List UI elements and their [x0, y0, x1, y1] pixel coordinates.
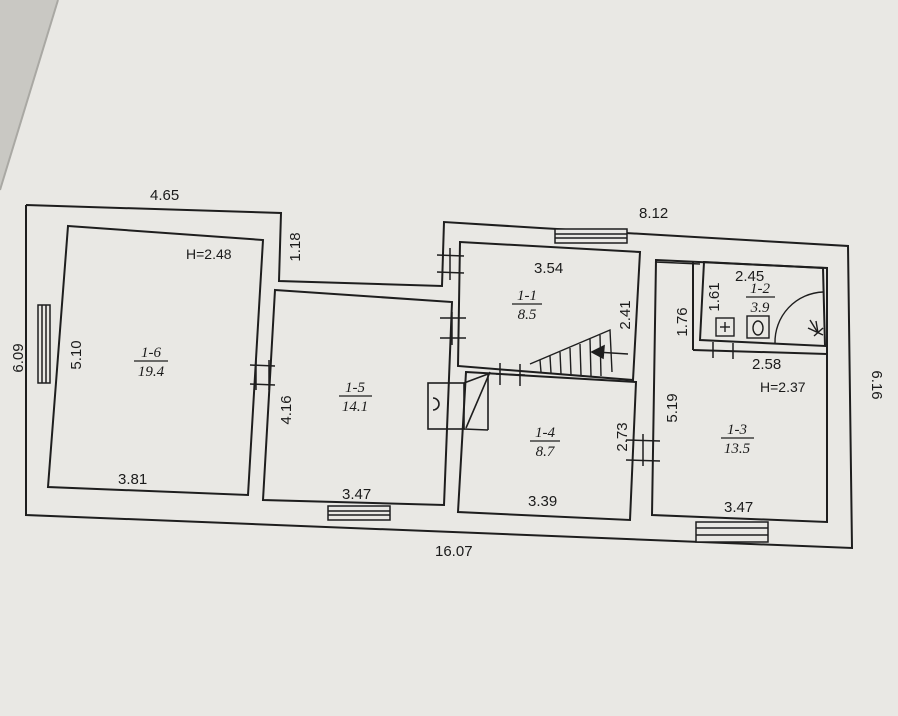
room-1-2-height: 1.61 — [706, 282, 723, 311]
room-1-6-area: 19.4 — [138, 364, 165, 380]
room-1-3-height: 5.19 — [664, 393, 681, 422]
room-1-1-width: 3.54 — [534, 260, 563, 277]
room-1-1: 3.54 1-1 8.5 2.41 — [512, 260, 634, 330]
room-1-5-wall — [261, 288, 454, 507]
room-1-4-width: 3.39 — [528, 493, 557, 510]
toilet-icon — [746, 315, 770, 339]
room-1-5: 1-5 14.1 4.16 3.47 — [278, 380, 372, 503]
stair-icon — [529, 328, 613, 377]
left-height-label: 6.09 — [10, 343, 27, 372]
outer-wall — [25, 204, 854, 550]
room-1-6-height: 5.10 — [68, 340, 85, 369]
window-icon — [327, 505, 391, 521]
total-length-label: 16.07 — [435, 543, 473, 560]
arrow-icon — [590, 344, 629, 360]
room-1-6-ceiling: H=2.48 — [186, 246, 232, 262]
sink-icon — [715, 317, 735, 337]
room-1-6-number: 1-6 — [141, 345, 161, 361]
room-1-4-area: 8.7 — [536, 444, 556, 460]
door-icon — [654, 261, 701, 265]
room-1-2-width: 2.45 — [735, 268, 764, 285]
room-1-1-number: 1-1 — [517, 288, 537, 304]
room-1-5-area: 14.1 — [342, 399, 368, 415]
window-icon — [554, 228, 628, 244]
room-1-3: 1.76 2.58 H=2.37 1-3 13.5 5.19 3.47 — [664, 307, 806, 516]
room-1-4-height: 2.73 — [614, 422, 631, 451]
room-1-1-height: 2.41 — [617, 300, 634, 329]
room-1-2-wall — [698, 260, 827, 348]
window-icon — [37, 304, 51, 384]
room-1-5-width: 3.47 — [342, 486, 371, 503]
door-icon — [625, 434, 661, 466]
room-1-4: 1-4 8.7 2.73 3.39 — [528, 422, 631, 510]
room-1-6-wall — [46, 224, 265, 497]
room-1-3-area: 13.5 — [724, 441, 751, 457]
step-height-label: 1.18 — [287, 232, 304, 261]
door-icon — [249, 360, 276, 390]
right-height-label: 6.16 — [868, 370, 885, 399]
walls — [25, 204, 854, 550]
room-1-4-wall — [456, 370, 638, 522]
room-1-6: H=2.48 1-6 19.4 5.10 3.81 — [68, 246, 232, 488]
window-icon — [695, 521, 769, 543]
room-1-2-number: 1-2 — [750, 281, 770, 297]
door-icon — [712, 342, 734, 359]
room-1-3-top-width: 2.58 — [752, 356, 781, 373]
shower-icon — [774, 291, 824, 344]
room-1-6-width: 3.81 — [118, 471, 147, 488]
top-right-width-label: 8.12 — [639, 205, 668, 222]
door-icon — [440, 312, 466, 345]
room-1-3-number: 1-3 — [727, 422, 747, 438]
door-icon — [495, 363, 526, 386]
stove-icon — [427, 371, 491, 431]
room-1-1-area: 8.5 — [518, 307, 537, 323]
room-1-3-side-height: 1.76 — [674, 307, 691, 336]
room-1-3-ceiling: H=2.37 — [760, 379, 806, 395]
door-icon — [436, 248, 465, 280]
room-1-1-wall — [456, 240, 642, 382]
room-1-2: 2.45 1-2 3.9 1.61 — [706, 268, 775, 316]
top-left-width-label: 4.65 — [150, 187, 179, 204]
room-1-4-number: 1-4 — [535, 425, 555, 441]
room-1-5-number: 1-5 — [345, 380, 365, 396]
windows — [37, 228, 769, 543]
dimension-labels: 4.65 8.12 1.18 6.09 6.16 16.07 — [10, 187, 885, 560]
doors — [249, 248, 734, 466]
room-1-5-height: 4.16 — [278, 395, 295, 424]
room-1-3-width: 3.47 — [724, 499, 753, 516]
room-1-2-area: 3.9 — [750, 300, 770, 316]
